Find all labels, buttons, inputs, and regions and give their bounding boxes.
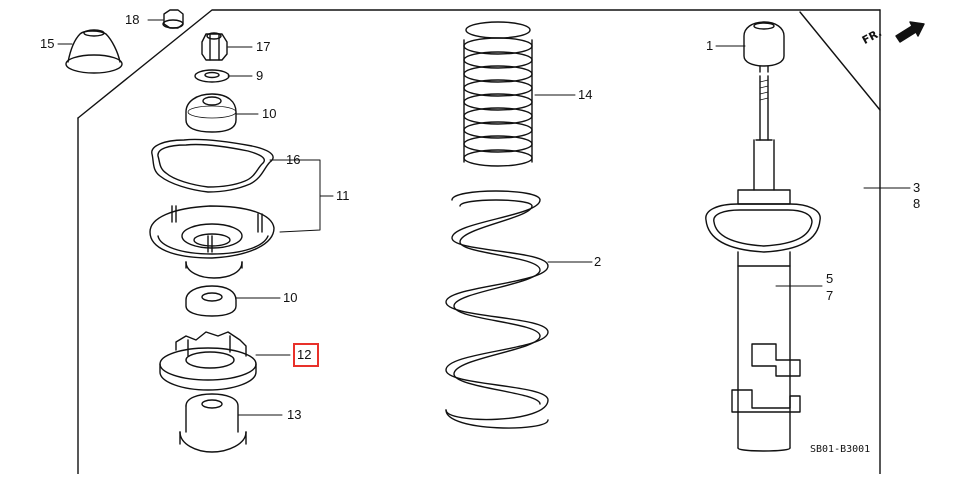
part-1-bushing xyxy=(743,21,785,73)
part-12-spring-seat xyxy=(159,331,257,391)
callout-18: 18 xyxy=(125,12,140,27)
callout-9: 9 xyxy=(256,68,264,83)
front-arrow xyxy=(895,21,925,43)
callout-12-highlight xyxy=(293,343,319,367)
callout-8: 8 xyxy=(913,196,921,211)
callout-12: 12 xyxy=(297,347,312,362)
part-2-coil-spring xyxy=(445,190,549,429)
part-3-strut xyxy=(705,75,821,452)
callout-7: 7 xyxy=(826,288,834,303)
part-10-bushing-lower xyxy=(185,285,237,317)
part-18-nut xyxy=(162,9,184,29)
callout-10-upper: 10 xyxy=(262,106,277,121)
callout-1: 1 xyxy=(706,38,714,53)
callout-15: 15 xyxy=(40,36,55,51)
leader-lines xyxy=(57,19,911,416)
callout-16: 16 xyxy=(286,152,301,167)
callout-17: 17 xyxy=(256,39,271,54)
assembly-frame xyxy=(77,9,881,475)
part-14-dust-boot xyxy=(463,21,533,167)
part-10-bushing-upper xyxy=(185,93,237,133)
callout-11: 11 xyxy=(336,188,350,203)
callout-10-lower: 10 xyxy=(283,290,298,305)
callout-2: 2 xyxy=(594,254,602,269)
callout-13: 13 xyxy=(287,407,302,422)
drawing-code: SB01-B3001 xyxy=(810,444,871,455)
part-17-nut xyxy=(201,32,228,61)
callout-3: 3 xyxy=(913,180,921,195)
part-9-washer xyxy=(194,69,230,83)
part-13-bump-stop xyxy=(179,393,247,453)
callout-14: 14 xyxy=(578,87,593,102)
part-15-cap xyxy=(65,29,123,74)
part-11-mount-base xyxy=(149,205,275,279)
part-16-gasket xyxy=(151,138,274,193)
callout-5: 5 xyxy=(826,271,834,286)
